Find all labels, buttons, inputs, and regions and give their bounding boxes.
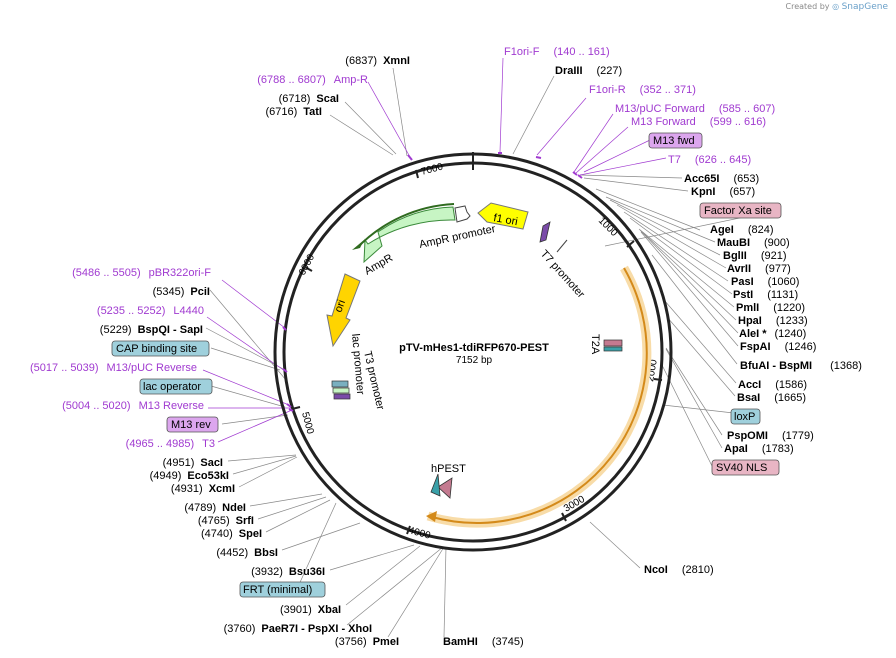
sv40-nls-box (711, 459, 780, 476)
m13-fwd-label: M13 fwd (653, 135, 695, 147)
cap-binding-box (111, 340, 210, 357)
primer-f1ori-r: F1ori-R(352 .. 371) (589, 84, 696, 96)
m13-rev-box (166, 416, 219, 433)
enzyme-agei: AgeI(824) (710, 224, 774, 236)
f1-ori-arrow (477, 202, 529, 230)
m13-rev-label: M13 rev (171, 419, 211, 431)
enzyme-srfi: (4765)SrfI (198, 515, 254, 527)
primer-m13-reverse: (5004 .. 5020)M13 Reverse (62, 400, 204, 412)
enzyme-bamhi: BamHI(3745) (443, 636, 524, 648)
sv40-nls-label: SV40 NLS (716, 462, 767, 474)
factor-xa-label: Factor Xa site (704, 205, 772, 217)
orf-arc (431, 267, 648, 524)
enzyme-ndei: (4789)NdeI (184, 502, 246, 514)
enzyme-fspai: FspAI(1246) (740, 341, 816, 353)
ampr-arrow-tip (352, 240, 364, 250)
enzyme-maubi: MauBI(900) (717, 237, 790, 249)
primer-f1ori-f: F1ori-F(140 .. 161) (504, 46, 610, 58)
primer-m13-forward: M13 Forward(599 .. 616) (631, 116, 766, 128)
hpest-arrow (437, 477, 453, 499)
ampr-arrow (363, 206, 456, 264)
enzyme-saci: (4951)SacI (163, 457, 223, 469)
factor-xa-box (699, 202, 782, 219)
enzyme-psti: PstI(1131) (733, 289, 798, 301)
enzyme-pmli: PmlI(1220) (736, 302, 805, 314)
enzyme-apai: ApaI(1783) (724, 443, 794, 455)
enzyme-bfuai-bspmi: BfuAI - BspMI(1368) (740, 360, 862, 372)
ampr-arrow-edge (356, 203, 455, 249)
ori-arrow (326, 273, 361, 348)
enzyme-pspomi: PspOMI(1779) (727, 430, 814, 442)
enzyme-spei: (4740)SpeI (201, 528, 262, 540)
orf-arc-highlight (426, 265, 652, 528)
frt-box (239, 581, 326, 598)
enzyme-kpni: KpnI(657) (691, 186, 755, 198)
enzyme-eco53ki: (4949)Eco53kI (150, 470, 229, 482)
enzyme-pasi: PasI(1060) (731, 276, 799, 288)
plasmid-name: pTV-mHes1-tdiRFP670-PEST (399, 342, 549, 354)
ori-label: ori (333, 298, 348, 314)
enzyme-paer7i-pspxi-xhoi: (3760)PaeR7I - PspXI - XhoI (224, 623, 372, 635)
enzyme-acci: AccI(1586) (738, 379, 807, 391)
m13-fwd-box (648, 132, 703, 149)
enzyme-bsai: BsaI(1665) (737, 392, 806, 404)
lac-operator-box (139, 378, 213, 395)
primer-marks (282, 152, 583, 412)
hpest-stripe (430, 473, 441, 497)
enzyme-pci: (5345)PciI (153, 286, 210, 298)
enzyme-scai: (6718)ScaI (279, 93, 339, 105)
loxp-box (730, 408, 761, 425)
enzyme-bbsi: (4452)BbsI (216, 547, 278, 559)
enzyme-hpai: HpaI(1233) (738, 315, 808, 327)
enzyme-pmei: (3756)PmeI (335, 636, 399, 648)
hpest-label: hPEST (431, 463, 466, 475)
ampr-promoter-label: AmpR promoter (418, 223, 497, 251)
lac-features-cluster (331, 380, 351, 400)
enzyme-xcmi: (4931)XcmI (171, 483, 235, 495)
brand-name: SnapGene (841, 2, 888, 12)
primer-m13-puc-reverse: (5017 .. 5039)M13/pUC Reverse (30, 362, 197, 374)
plasmid-size: 7152 bp (456, 355, 493, 366)
enzyme-bspqi-sapi: (5229)BspQI - SapI (100, 324, 203, 336)
t7-promoter-label: T7 promoter (538, 248, 587, 301)
credit-prefix: Created by (785, 2, 830, 11)
enzyme-alei: AleI *(1240) (739, 328, 806, 340)
cap-binding-label: CAP binding site (116, 343, 197, 355)
t2a-mark (603, 339, 623, 352)
enzyme-xbai: (3901)XbaI (280, 604, 341, 616)
enzyme-avrii: AvrII(977) (727, 263, 791, 275)
loxp-label: loxP (734, 411, 755, 423)
snapgene-logo-icon: ◎ (832, 2, 840, 11)
t2a-label: T2A (589, 334, 601, 355)
t7-promoter-mark (539, 221, 551, 243)
t7-promoter-line (556, 239, 568, 253)
lac-operator-label: lac operator (143, 381, 201, 393)
primer-amp-r: (6788 .. 6807)Amp-R (257, 74, 368, 86)
primer-pbr322ori-f: (5486 .. 5505)pBR322ori-F (72, 267, 211, 279)
enzyme-xmni: (6837)XmnI (345, 55, 410, 67)
primer-t7: T7(626 .. 645) (668, 154, 751, 166)
ampr-promoter-arrow (454, 205, 471, 223)
primer-m13-puc-forward: M13/pUC Forward(585 .. 607) (615, 103, 775, 115)
orf-arc-arrowhead (426, 511, 437, 522)
enzyme-bglii: BglII(921) (723, 250, 787, 262)
primer-t3: (4965 .. 4985)T3 (126, 438, 215, 450)
lac-promoter-label: lac promoter (349, 333, 366, 395)
snapgene-credit: Created by ◎ SnapGene (786, 2, 889, 12)
primer-leader-lines (202, 57, 667, 443)
enzyme-draiii: DraIII(227) (555, 65, 622, 77)
frt-label: FRT (minimal) (243, 584, 312, 596)
bp-ticks (291, 169, 663, 535)
enzyme-bsu36i: (3932)Bsu36I (251, 566, 325, 578)
f1-ori-label: f1 ori (492, 212, 518, 228)
primer-l4440: (5235 .. 5252)L4440 (97, 305, 204, 317)
enzyme-acc65i: Acc65I(653) (684, 173, 759, 185)
enzyme-ncoi: NcoI(2810) (644, 564, 714, 576)
tick-7000: 7000 (420, 161, 445, 177)
tick-1000: 1000 (596, 215, 620, 239)
enzyme-tati: (6716)TatI (265, 106, 322, 118)
